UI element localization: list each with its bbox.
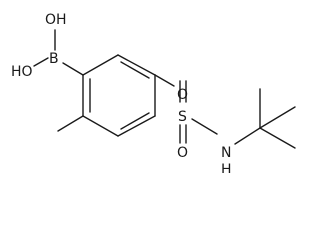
bond-b-oh-left (33, 57, 49, 67)
benzene-ring (82, 54, 156, 137)
boron-label: B (49, 51, 59, 67)
sulfur-label: S (178, 109, 187, 125)
molecule-drawing: B OH HO O S O N H (11, 12, 296, 173)
bond-s-n (191, 118, 218, 135)
boronic-acid-group: B OH HO (11, 12, 84, 80)
bond-c4-s (154, 74, 175, 87)
ring-bond-c4-c5 (117, 115, 156, 137)
ring-bond-c1-c2 (82, 54, 119, 76)
bond-c1-b (62, 62, 84, 76)
structure-diagram: B OH HO O S O N H (11, 12, 296, 173)
oxygen-bottom-label: O (177, 145, 188, 161)
oxygen-top-label: O (177, 87, 188, 103)
sulfonamide-group: O S O N H (154, 74, 232, 173)
methyl-bond (57, 115, 84, 132)
bond-cq-me-right-top (259, 106, 296, 129)
ring-double-bond-c4-c5 (120, 112, 150, 130)
amine-n-label: N (221, 145, 231, 161)
amine-h-label: H (221, 162, 232, 173)
bond-n-cq (234, 127, 261, 145)
bond-cq-me-right-bottom (259, 127, 296, 149)
ring-bond-c5-c6 (82, 115, 119, 137)
ring-double-bond-c2-c3 (120, 61, 150, 79)
ring-bond-c2-c3 (117, 54, 156, 76)
tert-butyl-group (234, 88, 296, 149)
hydroxyl-top-label: OH (45, 12, 67, 28)
hydroxyl-left-label: HO (11, 64, 33, 80)
